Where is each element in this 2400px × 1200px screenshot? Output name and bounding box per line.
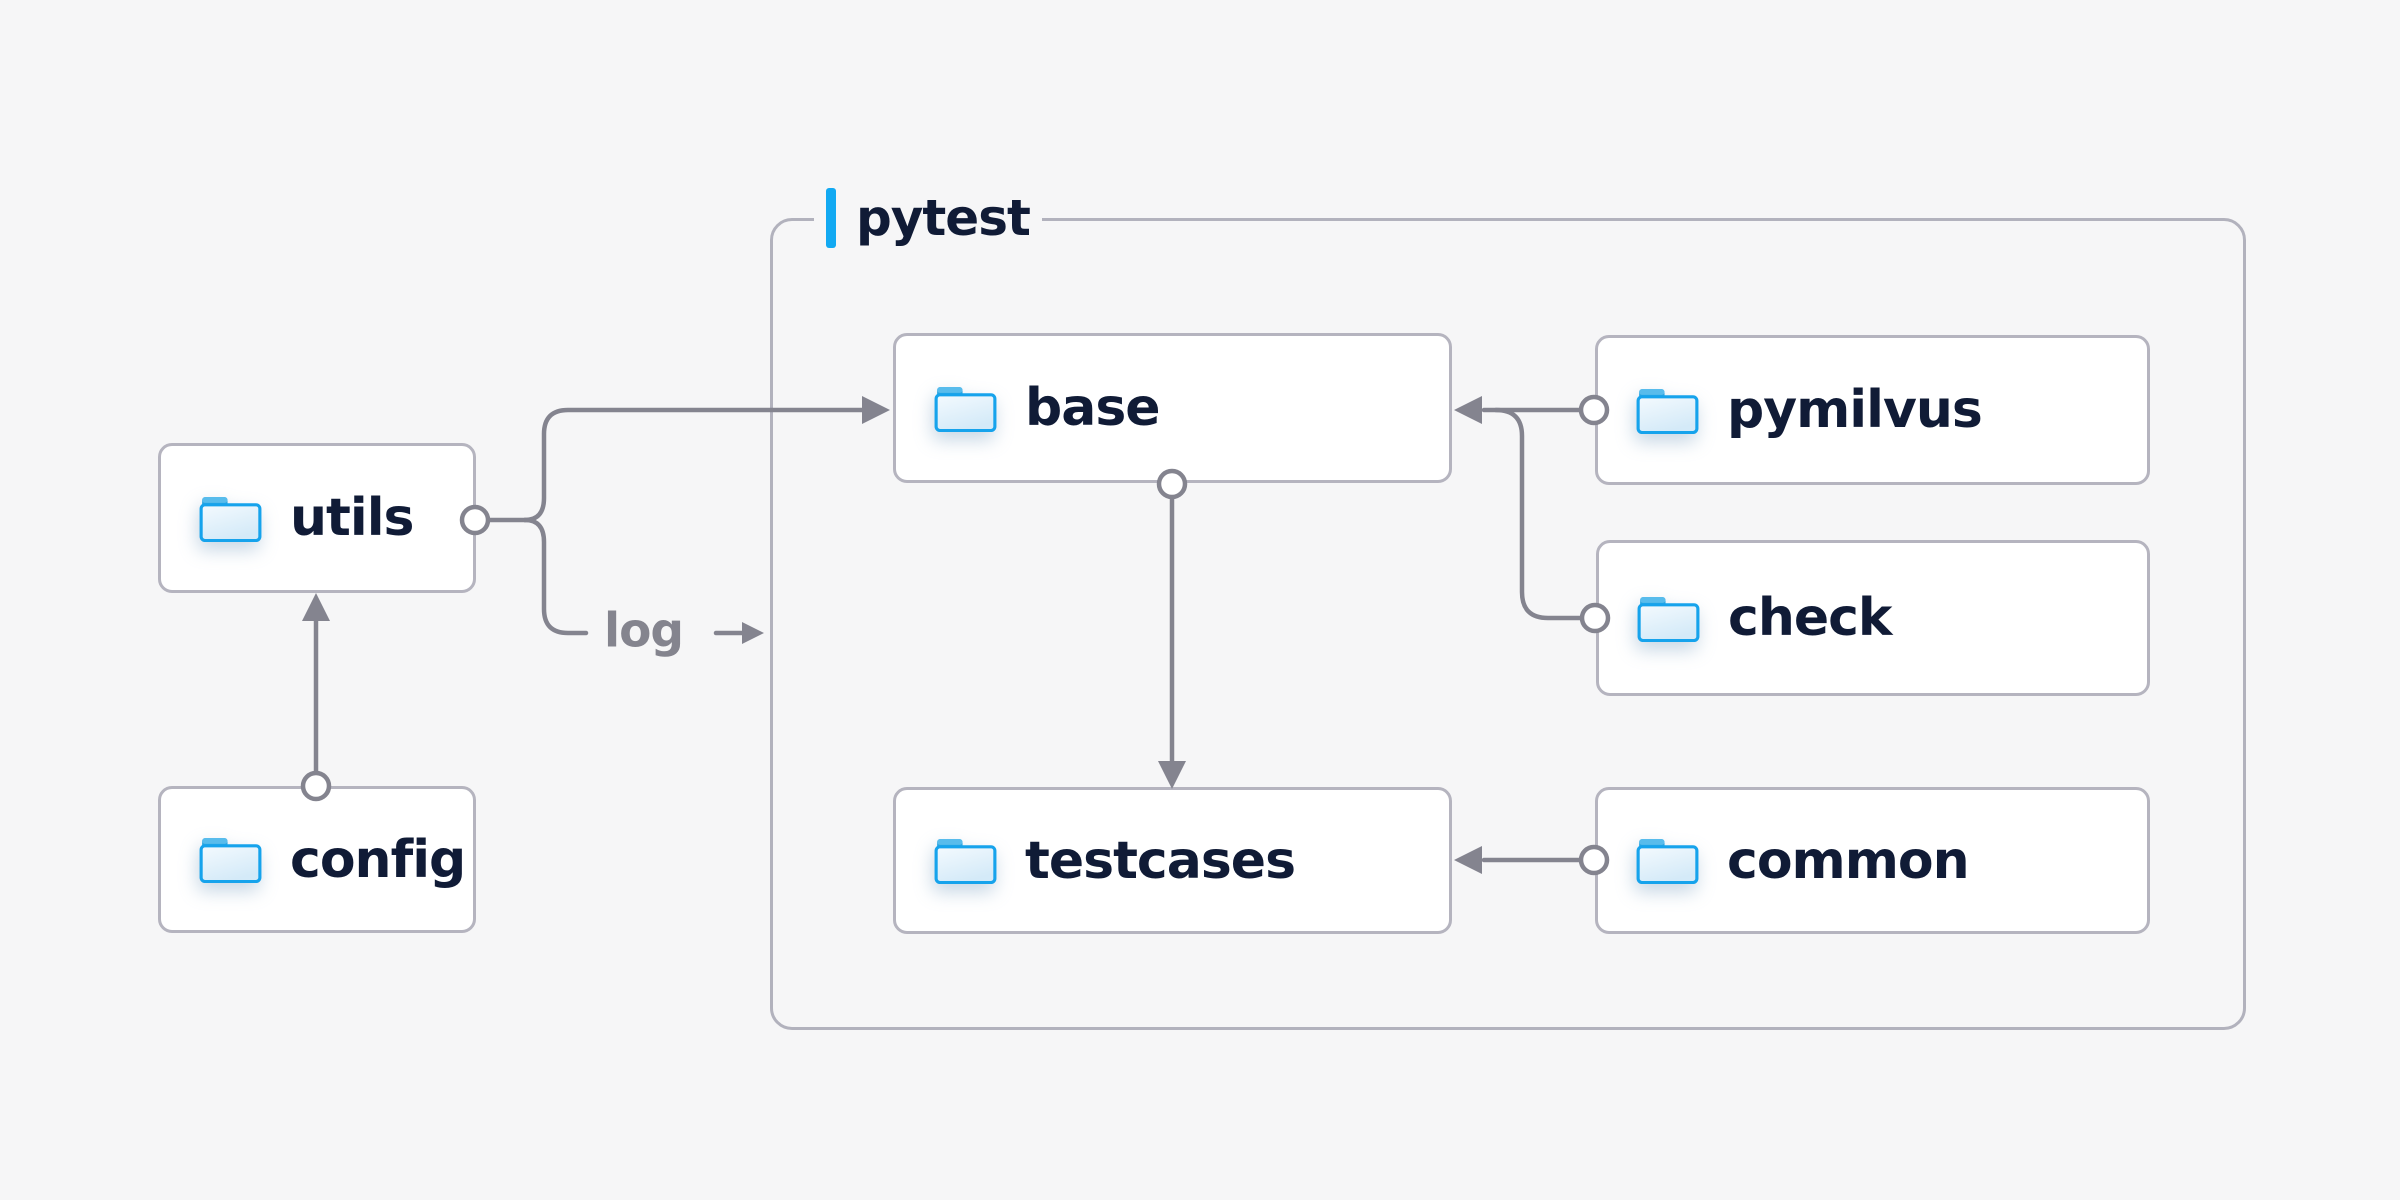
folder-icon: [199, 837, 262, 883]
pytest-group: [770, 218, 2246, 1030]
node-pymilvus: pymilvus: [1595, 335, 2150, 485]
pytest-group-label: pytest: [814, 182, 1042, 254]
node-label: config: [290, 829, 466, 890]
node-label: utils: [290, 488, 414, 548]
arrowhead-log-icon: [742, 622, 764, 644]
node-testcases: testcases: [893, 787, 1452, 934]
node-label: base: [1025, 378, 1161, 438]
edge-utils-log: [522, 517, 589, 636]
folder-icon: [1637, 596, 1700, 642]
folder-icon: [1636, 838, 1699, 884]
edge-label-log: log: [604, 603, 684, 659]
folder-icon: [934, 386, 997, 432]
node-check: check: [1596, 540, 2150, 696]
accent-bar: [826, 188, 836, 248]
node-label: common: [1727, 830, 1970, 891]
group-label-text: pytest: [856, 189, 1031, 247]
folder-icon: [934, 838, 997, 884]
node-utils: utils: [158, 443, 476, 593]
folder-icon: [199, 496, 262, 542]
node-common: common: [1595, 787, 2150, 934]
node-label: testcases: [1025, 830, 1296, 891]
folder-icon: [1636, 388, 1699, 434]
node-label: pymilvus: [1727, 380, 1983, 440]
node-config: config: [158, 786, 476, 933]
node-label: check: [1728, 588, 1893, 648]
arrowhead-up-icon: [302, 593, 330, 621]
node-base: base: [893, 333, 1452, 483]
